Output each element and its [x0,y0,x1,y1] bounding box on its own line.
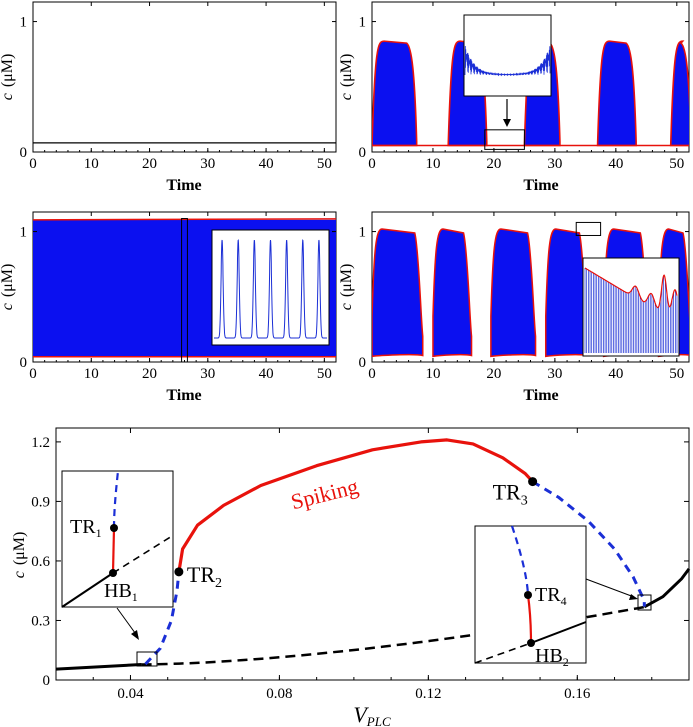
x-tick-label: 0.16 [564,686,591,702]
bifurcation-point [528,477,538,487]
y-axis-label: c(μM) [338,264,355,311]
x-tick-label: 10 [425,366,440,382]
zoom-inset-spikes [211,229,330,346]
bifurcation-point-label: TR2 [187,562,222,591]
periodic-stable [177,438,534,573]
x-tick-label: 40 [608,156,623,172]
x-tick-label: 50 [669,366,684,382]
panel-top-left: 0 10 20 30 40 50 0 1 Time c(μM) [0,1,337,194]
x-axis-label: Time [523,387,558,404]
y-axis-label: c(μM) [0,264,16,311]
y-tick-label: 0 [20,355,28,371]
bifurcation-point [174,567,184,577]
y-tick-label: 0 [20,145,28,161]
zoom-inset-plateau [582,257,680,357]
y-tick-label: 1 [359,15,367,31]
x-tick-label: 40 [259,156,274,172]
x-tick-label: 30 [547,156,562,172]
burst-region [669,40,689,147]
x-tick-label: 20 [142,366,157,382]
x-axis-label: Time [523,177,558,194]
x-tick-label: 0.04 [117,686,144,702]
burst-region [372,40,418,147]
y-tick-label: 1.2 [31,435,50,451]
inset-label-hb1: HB1 [104,580,138,604]
bifurcation-diagram: 0.04 0.08 0.12 0.16 0 0.3 0.6 0.9 1.2 Spiking TR… [11,427,691,727]
x-tick-label: 50 [317,156,332,172]
burst-region [596,40,637,147]
panel-frame [32,1,337,153]
x-tick-label: 0.12 [415,686,441,702]
x-tick-label: 0 [368,366,376,382]
x-tick-label: 30 [200,366,215,382]
y-tick-label: 0 [359,145,367,161]
y-axis-label: c(μM) [0,54,16,101]
fixed-point-stable [55,663,142,671]
y-tick-label: 0 [359,355,367,371]
burst-region [544,228,589,358]
periodic-unstable [144,571,181,666]
inset-label-hb2: HB2 [535,645,569,669]
envelope-top [33,218,336,221]
y-axis-label: c(μM) [11,532,28,579]
x-tick-label: 0 [368,156,376,172]
panel-bottom-left: 0 10 20 30 40 50 0 1 Time c(μM) [0,211,337,404]
inset-left: TR1 HB1 [61,470,174,667]
burst-region [372,228,424,358]
x-tick-label: 30 [200,156,215,172]
x-tick-label: 20 [486,366,501,382]
x-tick-label: 10 [425,156,440,172]
y-tick-label: 1 [20,225,28,241]
zoom-box [484,129,525,150]
x-tick-label: 40 [259,366,274,382]
x-tick-label: 10 [84,156,99,172]
y-tick-label: 0.6 [31,554,50,570]
x-tick-label: 20 [142,156,157,172]
bifurcation-point-label: TR3 [493,480,528,509]
x-tick-label: 40 [608,366,623,382]
fixed-point-stable [643,568,691,609]
zoom-inset-burst [463,14,552,127]
inset-right: TR4 HB2 [474,525,652,669]
panel-frame [55,427,690,681]
y-axis-label: c(μM) [338,54,355,101]
x-axis-label: VPLC [353,702,391,727]
x-tick-label: 50 [317,366,332,382]
inset-label-tr4: TR4 [535,584,567,608]
panel-top-right: 0 10 20 30 40 50 0 1 Time c(μM) [338,1,690,194]
x-axis-label: Time [166,387,201,404]
spiking-label: Spiking [288,473,360,514]
burst-region [490,228,537,358]
x-tick-label: 50 [669,156,684,172]
burst-region [432,228,473,358]
y-tick-label: 0.9 [31,494,50,510]
inset-label-tr1: TR1 [70,516,102,540]
x-tick-label: 30 [547,366,562,382]
x-tick-label: 10 [84,366,99,382]
y-tick-label: 0.3 [31,613,50,629]
zoom-box [575,221,602,236]
x-tick-label: 20 [486,156,501,172]
x-tick-label: 0.08 [266,686,292,702]
y-tick-label: 1 [359,225,367,241]
y-tick-label: 0 [43,673,51,689]
y-tick-label: 1 [20,15,28,31]
x-tick-label: 0 [29,366,37,382]
x-tick-label: 0 [29,156,37,172]
zoom-box [181,218,188,362]
panel-bottom-right: 0 10 20 30 40 50 0 1 Time c(μM) [338,211,690,404]
x-axis-label: Time [166,177,201,194]
periodic-unstable [531,480,646,607]
